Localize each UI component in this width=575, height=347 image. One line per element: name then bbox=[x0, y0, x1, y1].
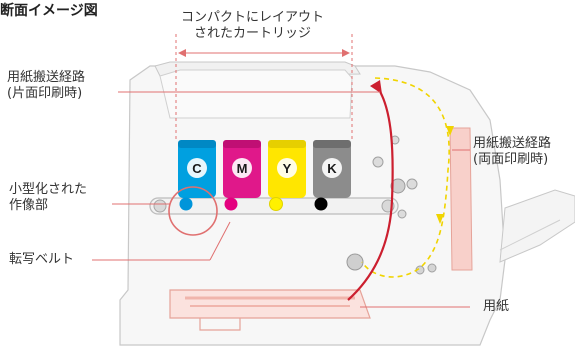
drum-black bbox=[314, 197, 328, 211]
compact-label-line2: されたカートリッジ bbox=[194, 26, 312, 41]
bypass-tray-guide bbox=[499, 219, 561, 251]
paper-path-single-line1: 用紙搬送経路 bbox=[7, 70, 86, 85]
duplex-unit bbox=[449, 127, 473, 271]
paper-label: 用紙 bbox=[483, 299, 510, 314]
drum-cyan bbox=[179, 197, 193, 211]
cassette-handle bbox=[199, 318, 241, 331]
roller bbox=[390, 178, 406, 194]
paper-path-duplex-line1: 用紙搬送経路 bbox=[473, 136, 552, 151]
compact-layout-label: コンパクトにレイアウト されたカートリッジ bbox=[181, 10, 324, 42]
transfer-belt-label: 転写ベルト bbox=[9, 252, 75, 267]
paper-path-duplex-line2: (両面印刷時) bbox=[473, 152, 549, 167]
compact-label-line1: コンパクトにレイアウト bbox=[181, 10, 325, 25]
output-tray bbox=[159, 69, 353, 119]
small-unit-line2: 作像部 bbox=[9, 198, 49, 213]
diagram-title: 断面イメージ図 bbox=[0, 3, 98, 19]
cartridge-letter-k: K bbox=[327, 161, 337, 176]
bypass-tray bbox=[499, 189, 575, 263]
single-paper-path bbox=[347, 87, 394, 301]
paper-cassette bbox=[169, 289, 371, 319]
paper-path-duplex-label: 用紙搬送経路 (両面印刷時) bbox=[473, 136, 551, 168]
single-path-arrowhead bbox=[370, 80, 382, 94]
duplex-paper-path bbox=[361, 77, 450, 278]
paper-path-single-line2: (片面印刷時) bbox=[7, 86, 83, 101]
small-unit-line1: 小型化された bbox=[9, 182, 88, 197]
small-image-unit-label: 小型化された 作像部 bbox=[9, 182, 87, 214]
cartridge-letter-c: C bbox=[192, 161, 202, 176]
drum-magenta bbox=[224, 197, 238, 211]
cartridge-letter-y: Y bbox=[283, 161, 292, 176]
cartridge-letter-m: M bbox=[237, 161, 248, 176]
belt-roller-left bbox=[153, 199, 167, 213]
small-unit-highlight bbox=[168, 186, 218, 236]
paper-path-single-label: 用紙搬送経路 (片面印刷時) bbox=[7, 70, 85, 102]
pickup-roller bbox=[346, 253, 364, 271]
drum-yellow bbox=[269, 197, 283, 211]
